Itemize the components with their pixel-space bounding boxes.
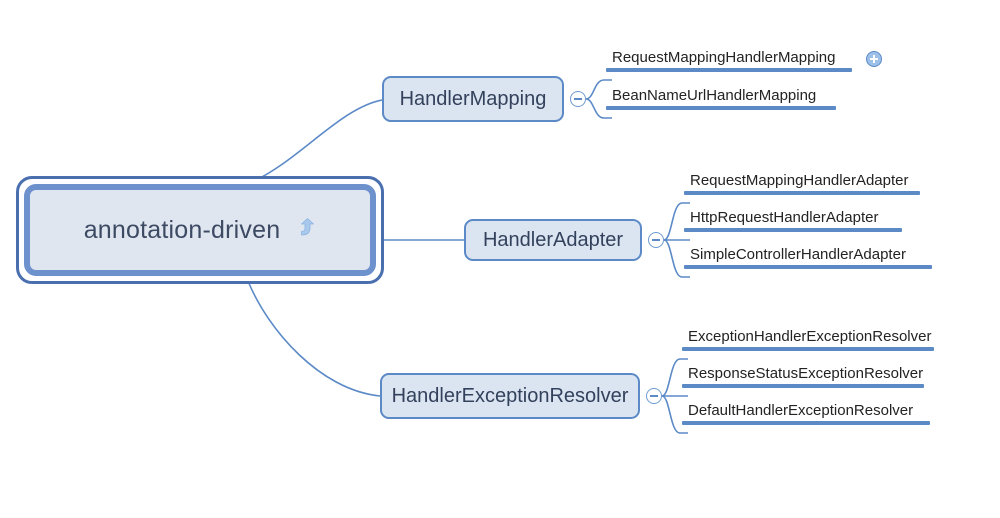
branch-label: HandlerMapping [399,87,547,110]
leaf-underline [684,265,932,269]
leaf-underline [606,106,836,110]
branch-node-handleradapter[interactable]: HandlerAdapter [464,219,642,261]
leaf-underline [682,421,930,425]
branch-label: HandlerExceptionResolver [391,384,629,407]
expand-plus-icon-requestmappinghandlermapping[interactable] [866,51,882,67]
leaf-label: ResponseStatusExceptionResolver [688,365,924,382]
curved-up-arrow-icon [292,216,316,245]
leaf-underline [684,191,920,195]
leaf-label: HttpRequestHandlerAdapter [690,209,879,226]
root-node[interactable]: annotation-driven [16,176,384,284]
root-label: annotation-driven [83,215,281,244]
collapse-minus-icon-handlerexceptionresolver[interactable] [646,388,662,404]
list-item[interactable]: HttpRequestHandlerAdapter [684,208,902,232]
list-item[interactable]: RequestMappingHandlerAdapter [684,171,920,195]
edge-root-to-handlermapping [251,99,383,183]
leaf-label: RequestMappingHandlerMapping [612,49,836,66]
leaf-label: ExceptionHandlerExceptionResolver [688,328,932,345]
list-item[interactable]: ExceptionHandlerExceptionResolver [682,327,934,351]
edge-root-to-handlerexceptionresolver [247,280,381,397]
collapse-minus-icon-handleradapter[interactable] [648,232,664,248]
list-item[interactable]: BeanNameUrlHandlerMapping [606,86,836,110]
branch-label: HandlerAdapter [482,228,624,251]
leaf-label: RequestMappingHandlerAdapter [690,172,909,189]
list-item[interactable]: DefaultHandlerExceptionResolver [682,401,930,425]
leaf-underline [606,68,852,72]
collapse-minus-icon-handlermapping[interactable] [570,91,586,107]
list-item[interactable]: ResponseStatusExceptionResolver [682,364,924,388]
leaf-label: DefaultHandlerExceptionResolver [688,402,914,419]
root-node-inner: annotation-driven [24,184,376,276]
leaf-label: BeanNameUrlHandlerMapping [612,87,817,104]
list-item[interactable]: RequestMappingHandlerMapping [606,48,852,72]
leaf-label: SimpleControllerHandlerAdapter [690,246,906,263]
leaf-underline [682,384,924,388]
list-item[interactable]: SimpleControllerHandlerAdapter [684,245,932,269]
leaf-underline [684,228,902,232]
leaf-underline [682,347,934,351]
branch-node-handlerexceptionresolver[interactable]: HandlerExceptionResolver [380,373,640,419]
branch-node-handlermapping[interactable]: HandlerMapping [382,76,564,122]
